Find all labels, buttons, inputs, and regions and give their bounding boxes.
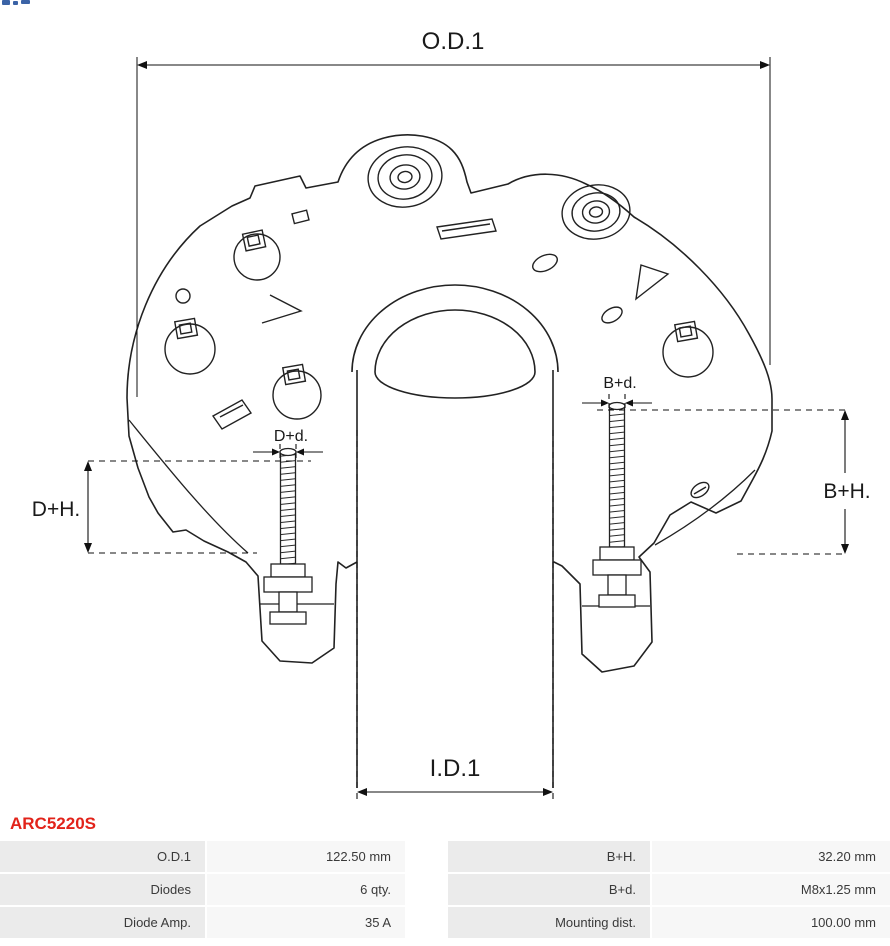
- mount-grommet-a: [367, 146, 443, 208]
- bd-arrow-left: [601, 399, 609, 407]
- diode-3: [272, 363, 322, 420]
- id1-arrow-right: [543, 788, 553, 796]
- table-gap: [405, 841, 448, 872]
- spec-label: B+d.: [448, 874, 650, 905]
- bh-arrow-up: [841, 410, 849, 420]
- technical-drawing: O.D.1 I.D.1 D+H. B+H. D+d.: [32, 28, 871, 800]
- dh-label: D+H.: [32, 498, 80, 521]
- hub-and-tube: [351, 284, 559, 788]
- hub-bore-lip: [374, 371, 536, 399]
- spec-table: O.D.1 122.50 mm B+H. 32.20 mm Diodes 6 q…: [0, 841, 890, 938]
- arrow-mark-left: [261, 294, 303, 324]
- spec-row-1: O.D.1 122.50 mm B+H. 32.20 mm: [0, 841, 890, 872]
- logo-fragment-icon: [2, 0, 30, 5]
- dimension-bd: B+d.: [582, 375, 652, 410]
- bh-arrow-down: [841, 544, 849, 554]
- spec-value: 100.00 mm: [650, 907, 890, 938]
- spec-value: M8x1.25 mm: [650, 874, 890, 905]
- bd-label: B+d.: [603, 375, 636, 392]
- diode-2: [164, 317, 216, 375]
- hub-dome-inner: [374, 309, 536, 373]
- spec-row-2: Diodes 6 qty. B+d. M8x1.25 mm: [0, 874, 890, 905]
- spec-label: O.D.1: [0, 841, 205, 872]
- spec-label: Diodes: [0, 874, 205, 905]
- dd-arrow-right: [296, 448, 304, 456]
- plate-thickness-left: [128, 419, 249, 554]
- od1-label: O.D.1: [422, 28, 485, 55]
- dd-arrow-left: [272, 448, 280, 456]
- right-stud: [592, 401, 642, 608]
- table-gap: [405, 874, 448, 905]
- dimension-od1: O.D.1: [136, 28, 771, 397]
- spec-value: 6 qty.: [205, 874, 405, 905]
- id1-label: I.D.1: [430, 755, 481, 782]
- hub-dome-outer: [351, 284, 559, 373]
- plate-features: [164, 146, 714, 499]
- bh-label: B+H.: [823, 480, 870, 503]
- oval-hole-3: [690, 481, 710, 499]
- spec-value: 122.50 mm: [205, 841, 405, 872]
- id1-arrow-left: [357, 788, 367, 796]
- part-number: ARC5220S: [10, 814, 96, 833]
- dimension-dd: D+d.: [253, 428, 323, 460]
- spec-value: 32.20 mm: [650, 841, 890, 872]
- bd-arrow-right: [625, 399, 633, 407]
- dh-arrow-down: [84, 543, 92, 553]
- dimension-dh: D+H.: [32, 460, 311, 554]
- dh-arrow-up: [84, 461, 92, 471]
- dd-label: D+d.: [274, 428, 308, 445]
- spec-row-3: Diode Amp. 35 A Mounting dist. 100.00 mm: [0, 907, 890, 938]
- arrow-mark-right: [635, 264, 670, 301]
- hub-fill: [352, 285, 558, 788]
- mount-grommet-b: [561, 184, 631, 240]
- spec-value: 35 A: [205, 907, 405, 938]
- dimension-bh: B+H.: [597, 409, 871, 555]
- rectifier-drawing-svg: O.D.1 I.D.1 D+H. B+H. D+d.: [32, 28, 871, 800]
- plate-thickness-right: [654, 469, 756, 546]
- oval-hole-1: [532, 253, 558, 273]
- spec-label: Mounting dist.: [448, 907, 650, 938]
- diode-1: [233, 229, 281, 281]
- spec-label: B+H.: [448, 841, 650, 872]
- od1-arrow-left: [137, 61, 147, 69]
- table-gap: [405, 907, 448, 938]
- left-slot: [211, 399, 253, 430]
- top-slot: [436, 218, 497, 240]
- small-hole: [175, 288, 191, 304]
- diode-4: [662, 320, 714, 378]
- left-stud: [263, 447, 313, 625]
- od1-arrow-right: [760, 61, 770, 69]
- oval-hole-2: [601, 306, 623, 324]
- terminal-rect: [291, 209, 310, 225]
- spec-label: Diode Amp.: [0, 907, 205, 938]
- dimension-id1: I.D.1: [356, 430, 554, 800]
